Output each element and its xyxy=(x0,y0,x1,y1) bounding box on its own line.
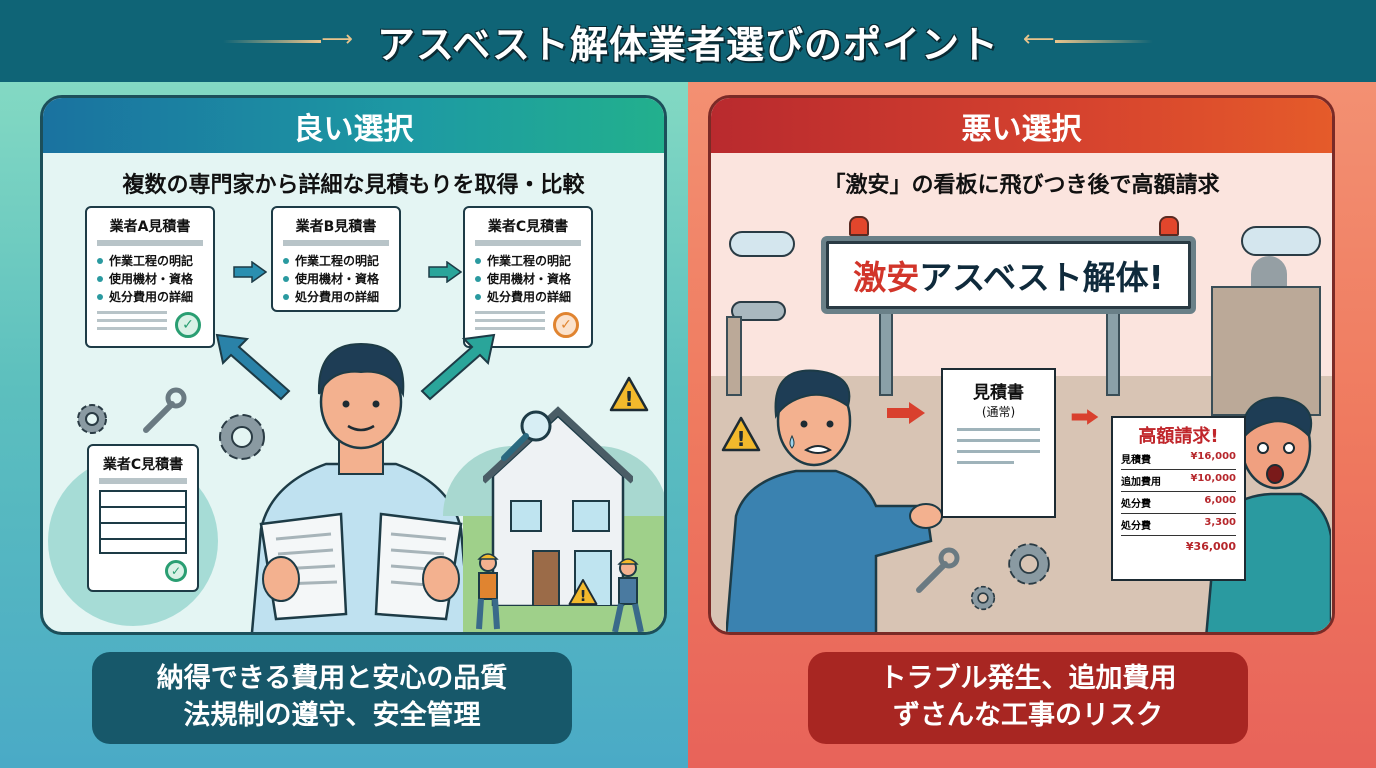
check-icon: ✓ xyxy=(175,312,201,338)
quote-item: 使用機材・資格 xyxy=(97,270,203,288)
good-choice-panel: 良い選択 複数の専門家から詳細な見積もりを取得・比較 業者A見積書 作業工程の明… xyxy=(40,95,667,635)
bill-row: 見積費 ¥16,000 xyxy=(1121,448,1236,470)
gear-icon xyxy=(77,404,107,434)
worried-man-illustration xyxy=(726,369,943,632)
bad-choice-subheading: 「激安」の看板に飛びつき後で高額請求 xyxy=(823,173,1220,198)
good-choice-section: 良い選択 複数の専門家から詳細な見積もりを取得・比較 業者A見積書 作業工程の明… xyxy=(0,82,688,768)
bill-amount: ¥16,000 xyxy=(1190,451,1236,462)
billboard-highlight: 激安 xyxy=(853,258,920,297)
quote-item: 作業工程の明記 xyxy=(283,252,389,270)
arrow-right-icon xyxy=(428,261,462,283)
chimney-illustration xyxy=(726,316,742,396)
arrow-up-left-icon xyxy=(215,333,291,401)
page-title: アスベスト解体業者選びのポイント xyxy=(376,22,1000,67)
bill-amount: ¥10,000 xyxy=(1190,473,1236,484)
bill-row: 追加費用 ¥10,000 xyxy=(1121,470,1236,492)
bad-choice-panel: 悪い選択 「激安」の看板に飛びつき後で高額請求 激安アスベスト解体! ! xyxy=(708,95,1335,635)
siren-icon xyxy=(1159,216,1179,236)
gear-icon xyxy=(219,414,265,460)
quote-item: 処分費用の詳細 xyxy=(97,288,203,306)
normal-estimate-document: 見積書 (通常) xyxy=(941,368,1056,518)
clipboard-quote: 業者C見積書 ✓ xyxy=(87,444,199,592)
arrow-right-icon xyxy=(233,261,267,283)
quote-item: 使用機材・資格 xyxy=(283,270,389,288)
quote-card-a: 業者A見積書 作業工程の明記 使用機材・資格 処分費用の詳細 ✓ xyxy=(85,206,215,348)
estimate-subtitle: (通常) xyxy=(981,405,1016,419)
ruined-building-illustration xyxy=(1211,286,1321,416)
arrow-up-right-icon xyxy=(420,333,496,401)
estimate-title: 見積書 xyxy=(973,383,1024,403)
quote-card-c: 業者C見積書 作業工程の明記 使用機材・資格 処分費用の詳細 ✓ xyxy=(463,206,593,348)
svg-text:!: ! xyxy=(580,587,587,605)
wrench-icon xyxy=(143,387,187,433)
summary-line: トラブル発生、追加費用 xyxy=(879,663,1177,694)
good-choice-illustration: 業者A見積書 作業工程の明記 使用機材・資格 処分費用の詳細 ✓ 業者B見積書 … xyxy=(43,206,664,632)
good-choice-summary: 納得できる費用と安心の品質 法規制の遵守、安全管理 xyxy=(92,652,572,744)
bill-label: 追加費用 xyxy=(1121,477,1161,488)
summary-line: 法規制の遵守、安全管理 xyxy=(183,700,481,731)
quote-title: 業者B見積書 xyxy=(295,219,377,235)
bad-choice-heading: 悪い選択 xyxy=(711,98,1332,153)
page-header: ⟶ アスベスト解体業者選びのポイント ⟵ xyxy=(0,0,1376,82)
summary-line: ずさんな工事のリスク xyxy=(893,700,1163,731)
arrow-right-icon xyxy=(1071,409,1099,425)
quote-title: 業者C見積書 xyxy=(487,219,569,235)
quote-item: 処分費用の詳細 xyxy=(283,288,389,306)
clipboard-title: 業者C見積書 xyxy=(102,457,184,473)
overcharge-bill: 高額請求! 見積費 ¥16,000 追加費用 ¥10,000 処分費 6,000 処分… xyxy=(1111,416,1246,581)
discount-billboard: 激安アスベスト解体! xyxy=(821,236,1196,314)
magnifier-icon xyxy=(501,410,552,461)
warning-icon: ! xyxy=(721,416,761,452)
quote-title: 業者A見積書 xyxy=(109,219,191,235)
check-icon: ✓ xyxy=(165,560,187,582)
summary-line: 納得できる費用と安心の品質 xyxy=(156,663,508,694)
bad-choice-summary: トラブル発生、追加費用 ずさんな工事のリスク xyxy=(808,652,1248,744)
bill-amount: 6,000 xyxy=(1204,495,1236,506)
gear-icon xyxy=(970,585,996,611)
quote-item: 作業工程の明記 xyxy=(475,252,581,270)
bill-total: ¥36,000 xyxy=(1185,540,1236,553)
check-icon: ✓ xyxy=(553,312,579,338)
gear-icon xyxy=(1008,543,1050,585)
warning-icon: ! xyxy=(568,579,598,605)
billboard-text: アスベスト解体! xyxy=(919,258,1164,297)
bad-choice-section: 悪い選択 「激安」の看板に飛びつき後で高額請求 激安アスベスト解体! ! xyxy=(688,82,1376,768)
cloud-icon xyxy=(729,231,795,257)
arrow-right-icon xyxy=(887,402,925,424)
bill-row: 処分費 6,000 xyxy=(1121,492,1236,514)
cloud-icon xyxy=(1241,226,1321,256)
quote-card-b: 業者B見積書 作業工程の明記 使用機材・資格 処分費用の詳細 xyxy=(271,206,401,312)
cloud-icon xyxy=(731,301,786,321)
bill-title: 高額請求! xyxy=(1138,426,1219,447)
quote-item: 処分費用の詳細 xyxy=(475,288,581,306)
worker-illustration xyxy=(612,558,644,632)
warning-icon: ! xyxy=(609,376,649,412)
arrow-left-icon: ⟵ xyxy=(1023,28,1154,50)
bill-label: 見積費 xyxy=(1121,455,1151,466)
bill-label: 処分費 xyxy=(1121,521,1151,532)
man-reading-quotes-illustration xyxy=(250,342,472,632)
quote-item: 使用機材・資格 xyxy=(475,270,581,288)
bill-row: 処分費 3,300 xyxy=(1121,514,1236,536)
bill-label: 処分費 xyxy=(1121,499,1151,510)
good-choice-subheading: 複数の専門家から詳細な見積もりを取得・比較 xyxy=(122,173,585,198)
bad-choice-illustration: 激安アスベスト解体! ! 見積書 (通常) xyxy=(711,206,1332,632)
bill-amount: 3,300 xyxy=(1204,517,1236,528)
arrow-right-icon: ⟶ xyxy=(222,28,353,50)
wrench-icon xyxy=(916,547,960,593)
quote-item: 作業工程の明記 xyxy=(97,252,203,270)
svg-text:!: ! xyxy=(736,427,745,451)
worker-illustration xyxy=(476,553,500,630)
siren-icon xyxy=(849,216,869,236)
good-choice-heading: 良い選択 xyxy=(43,98,664,153)
svg-text:!: ! xyxy=(624,387,633,411)
